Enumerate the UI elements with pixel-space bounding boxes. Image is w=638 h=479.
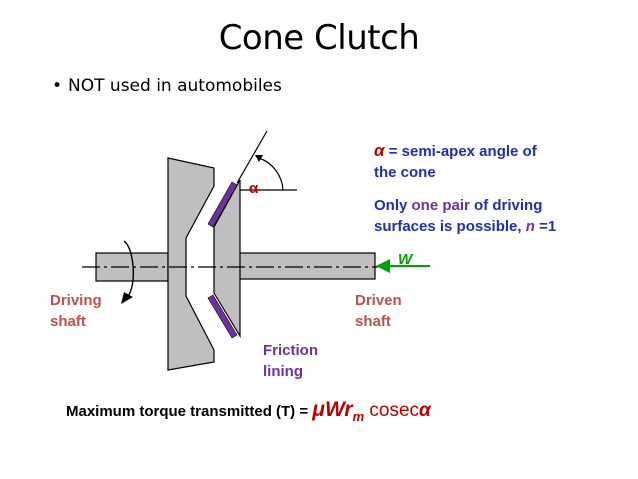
formula-cosec-symbol: α — [419, 400, 431, 421]
driven-shaft-label: Driven shaft — [355, 290, 402, 332]
pairs-highlight: one pair — [411, 197, 470, 214]
pairs-line2: surfaces is possible, — [374, 218, 526, 235]
angle-slant-line — [236, 130, 268, 184]
load-w-label: W — [398, 251, 413, 268]
pairs-n-eq: =1 — [534, 218, 557, 235]
bullet-text: NOT used in automobiles — [68, 76, 282, 96]
alpha-def-line2: the cone — [374, 164, 436, 181]
friction-lining-top — [207, 181, 238, 228]
driven-cone — [213, 179, 241, 339]
formula-cosec: cosecα — [364, 400, 431, 421]
driving-pairs-note: Only one pair of driving surfaces is pos… — [374, 195, 624, 237]
alpha-symbol: α — [374, 141, 385, 160]
driven-shaft-line1: Driven — [355, 292, 402, 309]
friction-lining-bottom — [207, 294, 238, 339]
pairs-text-1: Only — [374, 197, 412, 214]
load-arrowhead — [376, 259, 390, 273]
formula-prefix: Maximum torque transmitted (T) = — [66, 403, 313, 420]
angle-arc — [258, 157, 284, 191]
pairs-text-2: of driving — [469, 197, 543, 214]
formula-expression: μWrm — [312, 398, 365, 425]
friction-lining-label: Friction lining — [263, 340, 318, 382]
page-title: Cone Clutch — [218, 18, 420, 58]
torque-formula: Maximum torque transmitted (T) = μWrm co… — [66, 398, 431, 424]
driven-shaft — [232, 252, 376, 280]
formula-cosec-text: cosec — [364, 400, 420, 421]
driving-cone-plate — [167, 157, 215, 371]
rotation-arrowhead — [121, 292, 133, 304]
driving-shaft-label: Driving shaft — [50, 290, 102, 332]
alpha-definition: α = semi-apex angle of the cone — [374, 140, 614, 183]
bullet-point: •NOT used in automobiles — [52, 76, 282, 96]
rotation-arrow — [123, 240, 135, 297]
friction-lining-line2: lining — [263, 363, 303, 380]
formula-sub: m — [352, 409, 365, 425]
driving-shaft-line2: shaft — [50, 313, 86, 330]
pairs-n-var: n — [525, 218, 535, 235]
angle-arc-arrowhead — [255, 155, 263, 162]
driving-shaft-line1: Driving — [50, 292, 102, 309]
alpha-def-line1: = semi-apex angle of — [384, 143, 537, 160]
formula-main: μWr — [312, 398, 353, 421]
alpha-angle-label: α — [249, 180, 259, 197]
friction-lining-line1: Friction — [263, 342, 318, 359]
driven-shaft-line2: shaft — [355, 313, 391, 330]
